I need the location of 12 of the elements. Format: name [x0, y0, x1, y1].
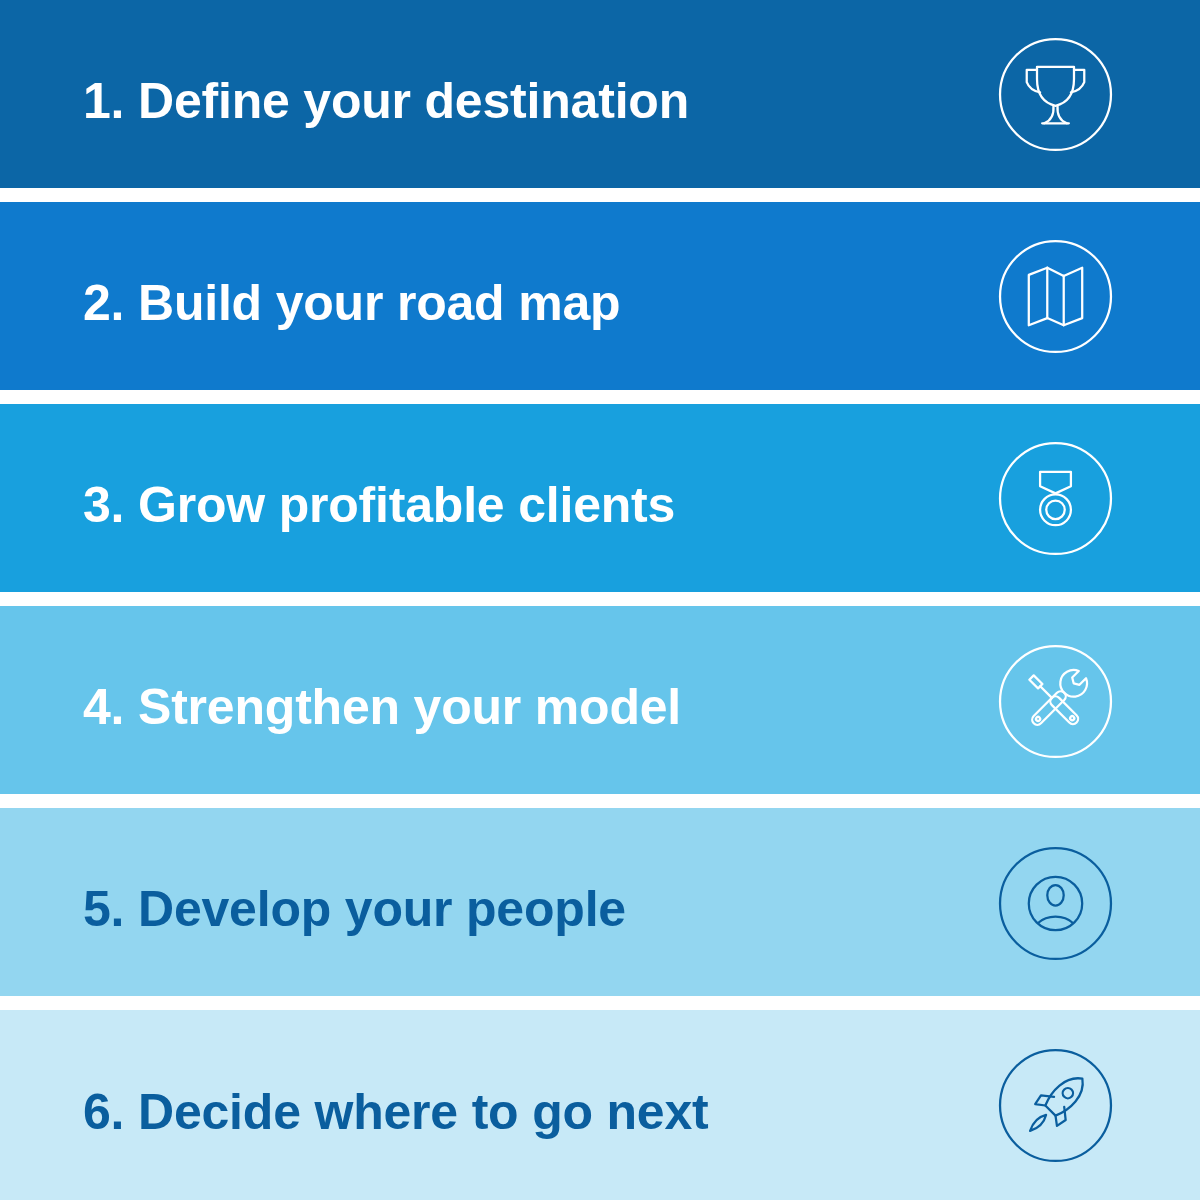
step-band — [0, 404, 1200, 592]
step-band — [0, 808, 1200, 996]
step-title: 2. Build your road map — [83, 274, 621, 332]
step-band — [0, 0, 1200, 188]
step-title: 5. Develop your people — [83, 880, 626, 938]
step-title: 4. Strengthen your model — [83, 678, 682, 736]
step-title: 3. Grow profitable clients — [83, 476, 676, 534]
step-title: 1. Define your destination — [83, 72, 689, 130]
step-band — [0, 202, 1200, 390]
step-title: 6. Decide where to go next — [83, 1083, 709, 1141]
step-band — [0, 606, 1200, 794]
step-band — [0, 1010, 1200, 1200]
